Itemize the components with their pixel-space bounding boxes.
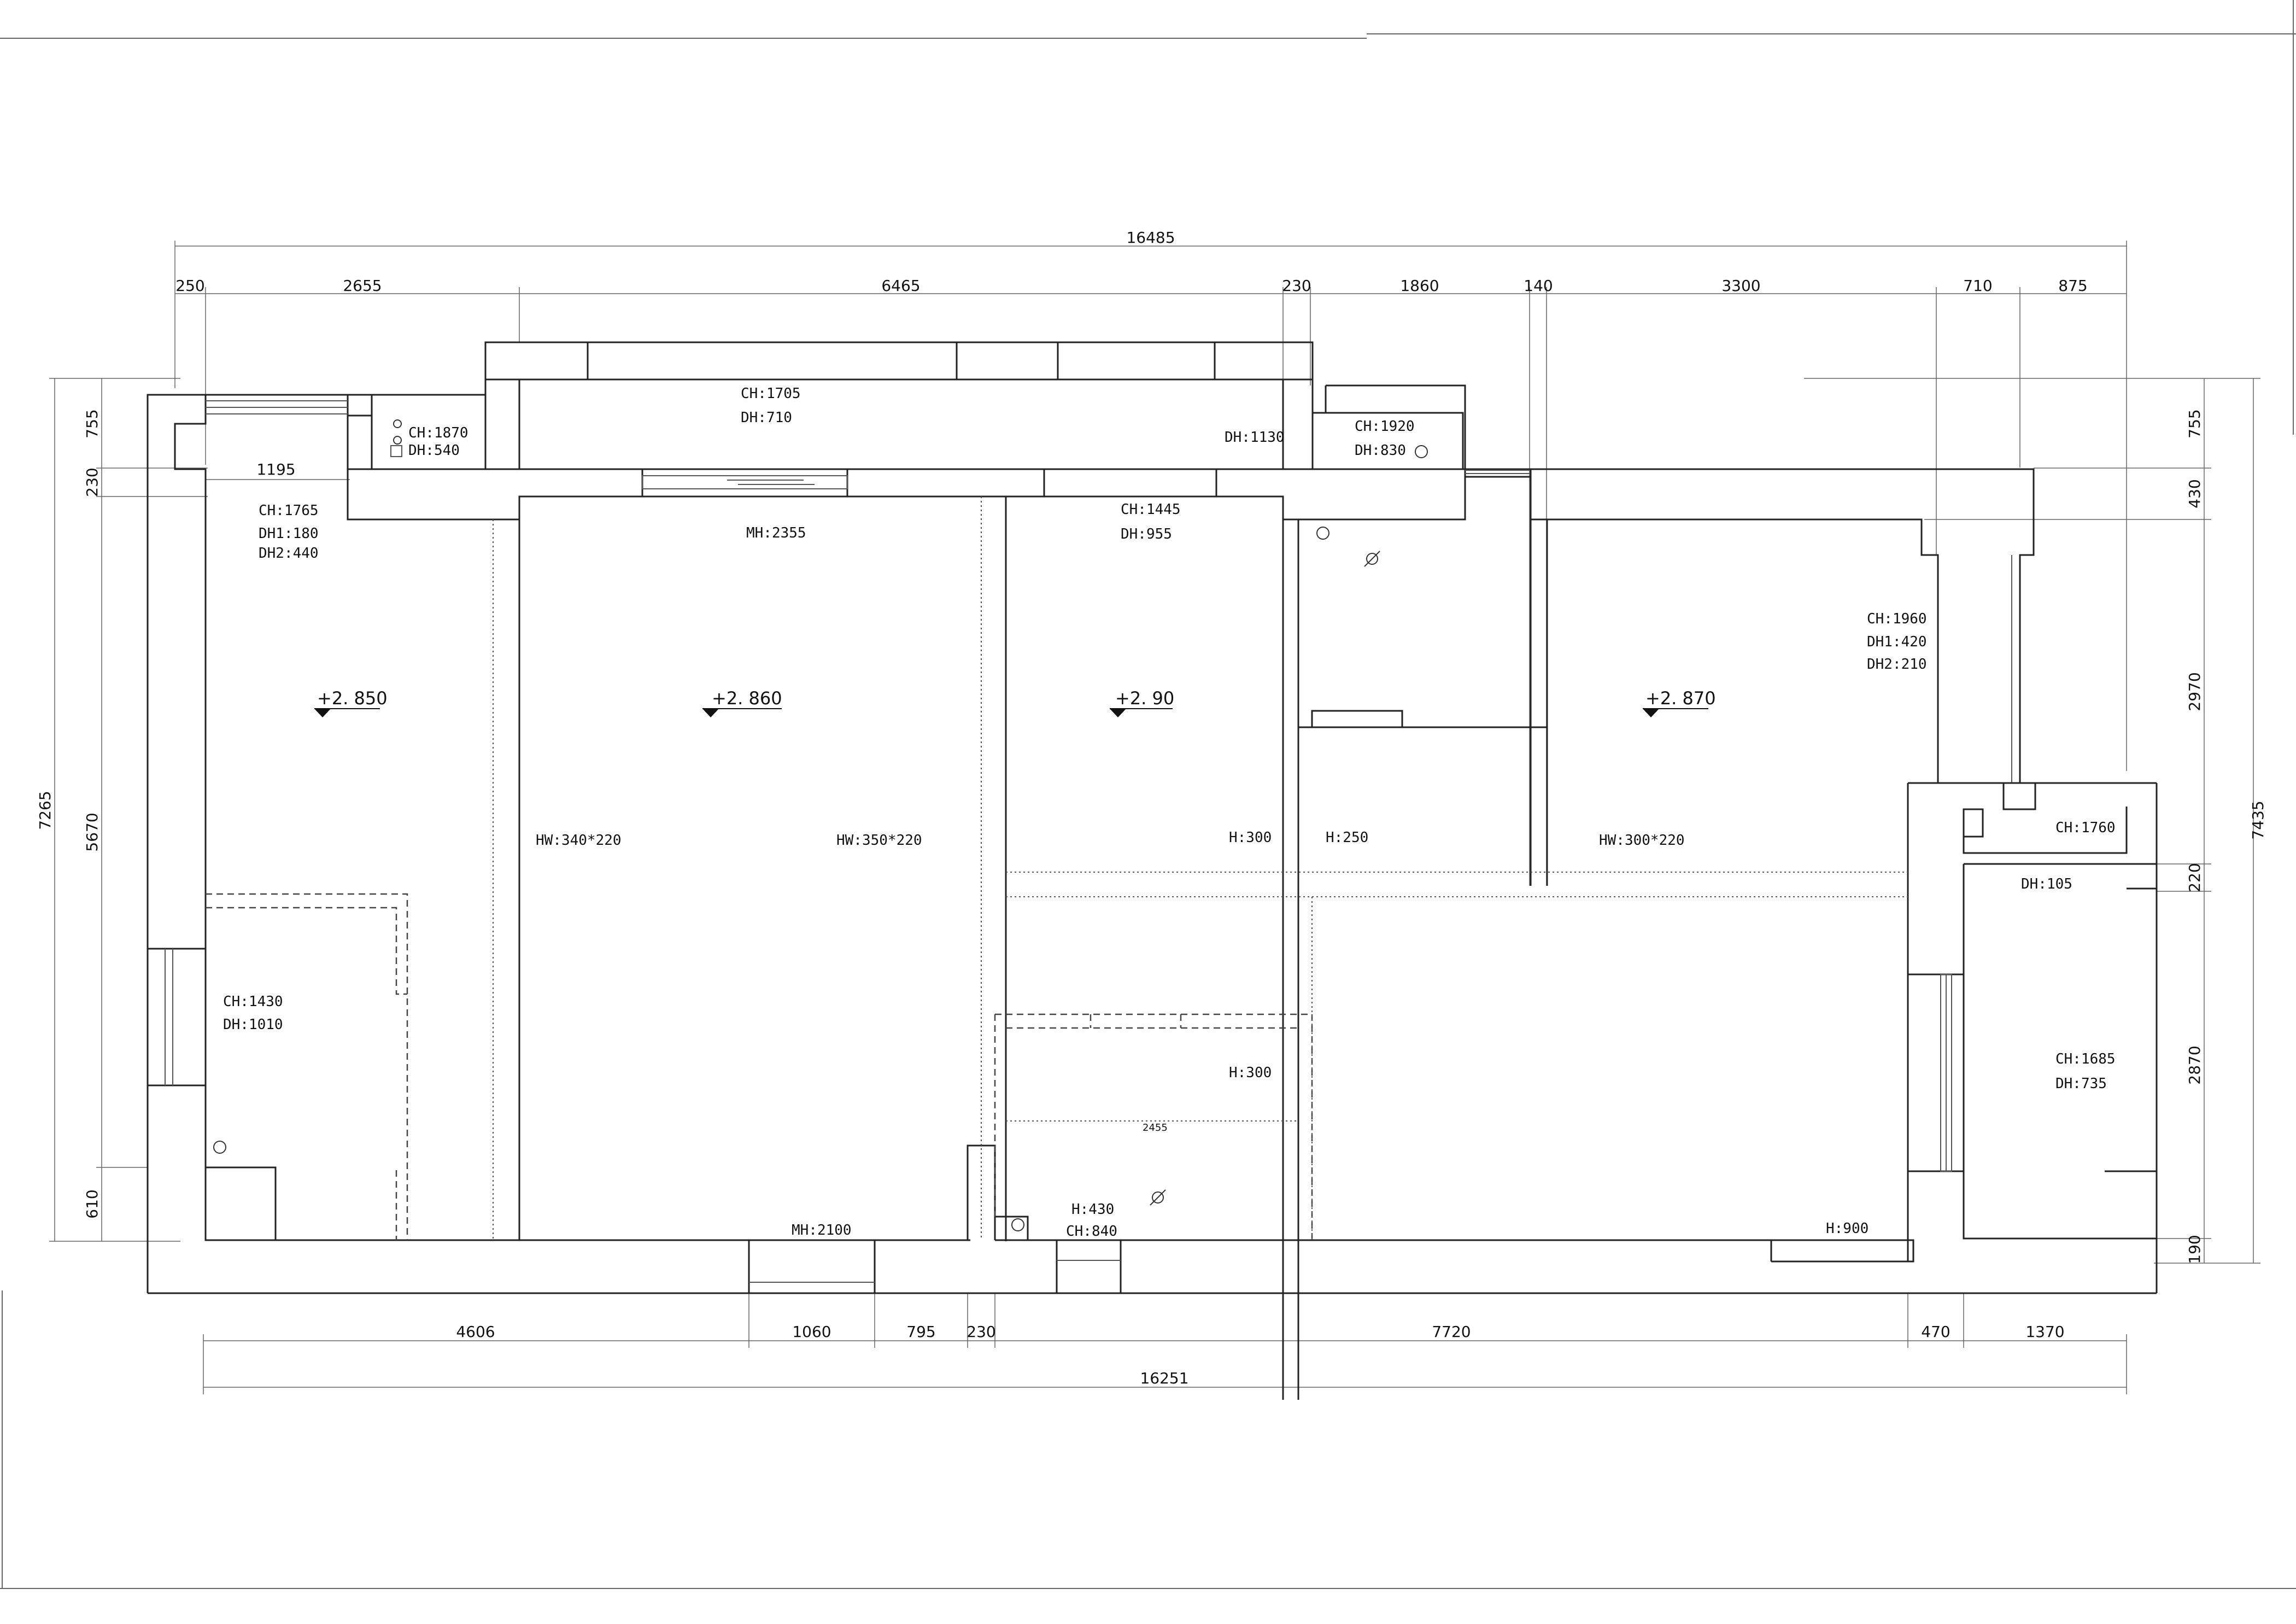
dim-bottom-total: 16251 — [1140, 1369, 1188, 1387]
drain-icon — [1415, 445, 1428, 458]
label-h: H:430 — [1071, 1201, 1114, 1218]
level-marker-4: +2. 870 — [1643, 688, 1716, 717]
drain-icon — [393, 419, 402, 428]
label-ch: CH:1765 — [259, 503, 319, 519]
dim-right-1: 755 — [2186, 409, 2204, 438]
label-dh1: DH1:420 — [1867, 634, 1927, 650]
dim-top-8: 710 — [1963, 277, 1992, 295]
dim-right-total: 7435 — [2249, 801, 2267, 839]
label-dh: DH:830 — [1355, 442, 1406, 459]
dim-right-6: 190 — [2186, 1235, 2204, 1264]
label-ch: CH:1760 — [2055, 820, 2116, 836]
dim-top-1: 250 — [175, 277, 204, 295]
label-ch: CH:1960 — [1867, 611, 1927, 627]
dim-left-3: 5670 — [83, 813, 101, 851]
dim-bottom-4: 230 — [967, 1323, 995, 1341]
drain-icon — [213, 1141, 226, 1154]
label-h: H:300 — [1229, 829, 1272, 846]
level-value: +2. 860 — [712, 688, 782, 709]
level-markers: +2. 850 +2. 860 +2. 90 +2. 870 — [314, 688, 1716, 717]
label-h: H:300 — [1229, 1065, 1272, 1081]
dim-left-inner: 1195 — [256, 460, 295, 478]
label-small-dim: 2455 — [1143, 1122, 1168, 1134]
dim-top-2: 2655 — [343, 277, 382, 295]
label-dh2: DH2:440 — [259, 545, 319, 562]
dim-top-5: 1860 — [1400, 277, 1439, 295]
dim-bottom-3: 795 — [906, 1323, 935, 1341]
dim-top-4: 230 — [1282, 277, 1311, 295]
pipe-box-icon — [390, 445, 402, 457]
label-dh: DH:105 — [2021, 876, 2072, 892]
fixture-symbols — [213, 419, 1428, 1231]
label-ch: CH:1430 — [223, 994, 283, 1010]
label-dh1: DH1:180 — [259, 525, 319, 542]
label-hw: HW:300*220 — [1599, 832, 1685, 849]
dim-right-2: 430 — [2186, 479, 2204, 508]
level-value: +2. 90 — [1115, 688, 1174, 709]
dim-left-1: 755 — [83, 409, 101, 438]
dimension-lines — [49, 241, 2260, 1394]
label-dh: DH:735 — [2055, 1076, 2107, 1092]
dim-top-7: 3300 — [1721, 277, 1760, 295]
drain-icon — [1316, 527, 1329, 540]
dim-bottom-5: 7720 — [1432, 1323, 1471, 1341]
label-dh: DH:955 — [1121, 526, 1172, 542]
label-dh: DH:1010 — [223, 1017, 283, 1033]
level-value: +2. 850 — [317, 688, 388, 709]
floor-drain-icon — [1364, 551, 1380, 567]
walls — [147, 341, 2158, 1400]
level-value: +2. 870 — [1645, 688, 1716, 709]
dim-bottom-6: 470 — [1921, 1323, 1950, 1341]
dim-right-4: 220 — [2186, 863, 2204, 892]
label-ch: CH:840 — [1066, 1223, 1117, 1240]
label-ch: CH:1685 — [2055, 1051, 2116, 1067]
dim-top-6: 140 — [1524, 277, 1553, 295]
label-dh: DH:710 — [741, 410, 792, 426]
dim-bottom-1: 4606 — [456, 1323, 495, 1341]
dim-left-2: 230 — [83, 468, 101, 496]
dimension-texts: 16485 250 2655 6465 230 1860 140 3300 71… — [36, 229, 2267, 1387]
dim-bottom-2: 1060 — [792, 1323, 831, 1341]
dashed-features — [206, 496, 1908, 1240]
dim-left-total: 7265 — [36, 791, 54, 829]
dim-top-9: 875 — [2058, 277, 2087, 295]
level-marker-1: +2. 850 — [314, 688, 388, 717]
level-marker-3: +2. 90 — [1110, 688, 1174, 717]
label-h: H:900 — [1826, 1220, 1869, 1237]
label-dh: DH:1130 — [1225, 429, 1285, 446]
sheet-frame — [0, 0, 2296, 1589]
label-hw: HW:340*220 — [536, 832, 622, 849]
label-dh: DH:540 — [408, 442, 460, 459]
dim-left-4: 610 — [83, 1189, 101, 1218]
label-ch: CH:1445 — [1121, 501, 1181, 518]
dim-top-3: 6465 — [881, 277, 920, 295]
label-ch: CH:1705 — [741, 385, 801, 402]
drain-icon — [393, 436, 402, 445]
level-marker-2: +2. 860 — [702, 688, 782, 717]
dim-right-5: 2870 — [2186, 1045, 2204, 1084]
annotation-labels: CH:1705 DH:710 DH:1130 CH:1870 DH:540 CH… — [223, 385, 2116, 1240]
label-mh: MH:2100 — [792, 1222, 852, 1239]
dim-bottom-7: 1370 — [2025, 1323, 2064, 1341]
label-ch: CH:1920 — [1355, 418, 1415, 435]
label-h: H:250 — [1326, 829, 1368, 846]
dim-right-3: 2970 — [2186, 672, 2204, 711]
label-ch: CH:1870 — [408, 425, 468, 441]
label-mh: MH:2355 — [746, 525, 806, 541]
label-hw: HW:350*220 — [836, 832, 922, 849]
drain-icon — [1011, 1218, 1024, 1231]
label-dh2: DH2:210 — [1867, 656, 1927, 673]
dim-top-total: 16485 — [1126, 229, 1175, 247]
floor-drain-icon — [1150, 1189, 1166, 1206]
